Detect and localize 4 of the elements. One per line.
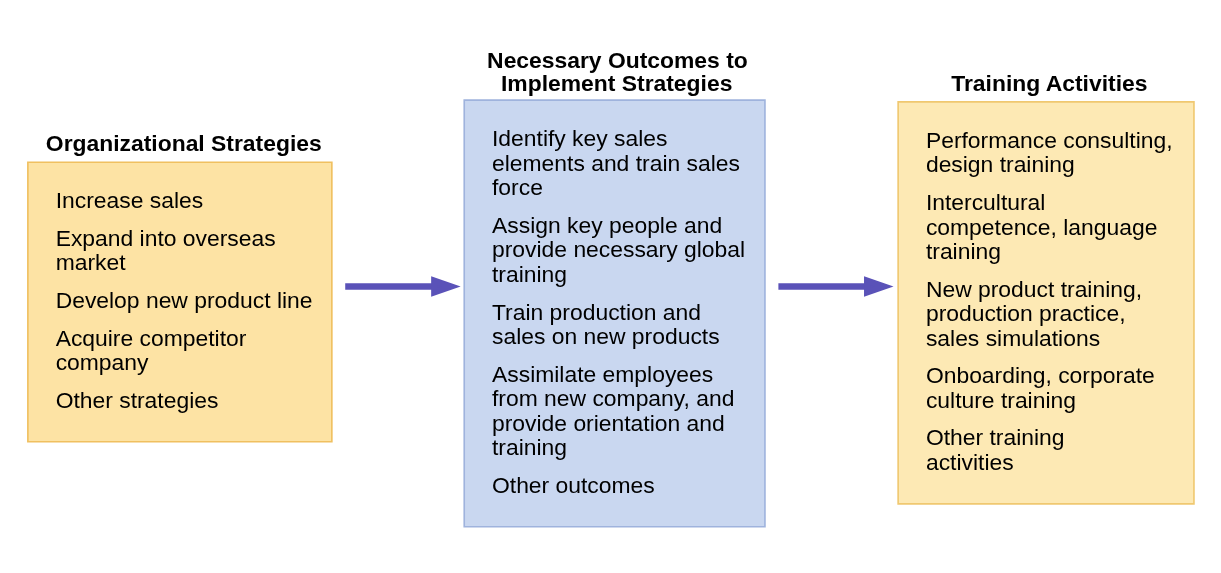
node-label: Training Activities bbox=[951, 69, 1148, 96]
node-label: Organizational Strategies bbox=[45, 130, 322, 157]
node-label: Necessary Outcomes to Implement Strategies bbox=[487, 46, 748, 96]
arrow bbox=[778, 276, 894, 297]
